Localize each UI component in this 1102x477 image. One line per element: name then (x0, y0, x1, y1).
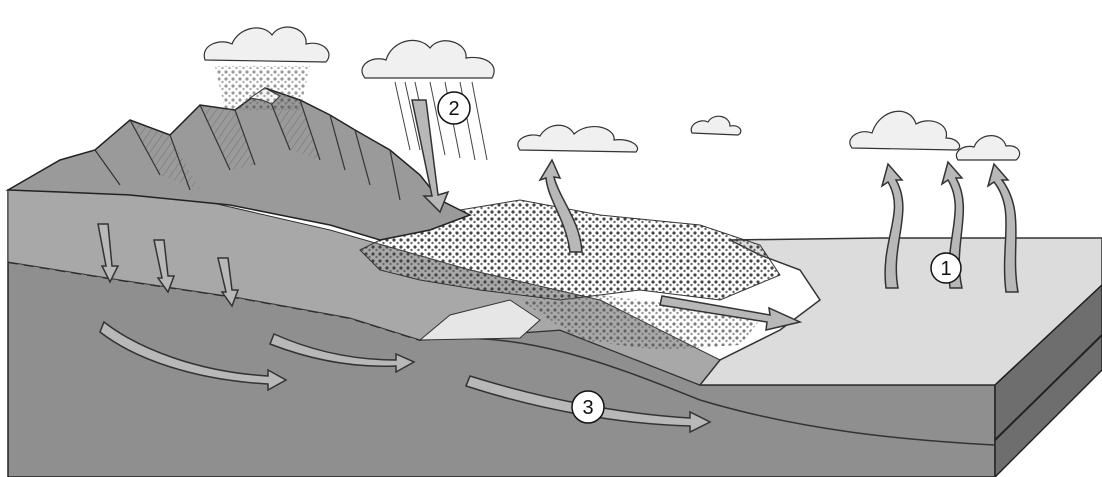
callout-1: 1 (930, 252, 962, 284)
rain-icon (394, 81, 488, 161)
callout-3: 3 (571, 390, 605, 424)
block-right-stripe (994, 334, 1102, 441)
arrow-icon (153, 239, 176, 294)
arrow-icon (465, 375, 712, 434)
cloud-group (203, 26, 1021, 161)
arrow-group (97, 99, 1019, 434)
estuary-water (418, 299, 541, 341)
arrow-icon (659, 295, 803, 331)
block-right-face (994, 283, 1102, 477)
snow-icon (215, 66, 310, 110)
snowfall (215, 66, 310, 110)
cloud-icon (517, 124, 639, 153)
seafloor-line (419, 337, 996, 446)
callout-2: 2 (437, 91, 471, 125)
arrow-icon (986, 162, 1019, 293)
cloud-icon (849, 110, 961, 151)
arrow-icon (411, 99, 450, 214)
arrow-icon (880, 162, 904, 289)
ocean-surface (698, 237, 1102, 386)
mountain-shading (130, 88, 320, 190)
arrow-icon (269, 332, 416, 374)
cloud-icon (203, 26, 330, 63)
cloud-icon (955, 135, 1021, 161)
arrow-icon (940, 160, 965, 289)
arrow-icon (99, 320, 288, 392)
callout-2-label: 2 (448, 98, 459, 120)
cloud-icon (690, 115, 742, 136)
arrow-icon (217, 257, 240, 308)
arrow-icon (538, 158, 583, 253)
callout-1-label: 1 (940, 258, 951, 280)
callout-3-label: 3 (582, 397, 593, 419)
arrow-icon (97, 223, 120, 284)
cloud-icon (361, 39, 495, 79)
